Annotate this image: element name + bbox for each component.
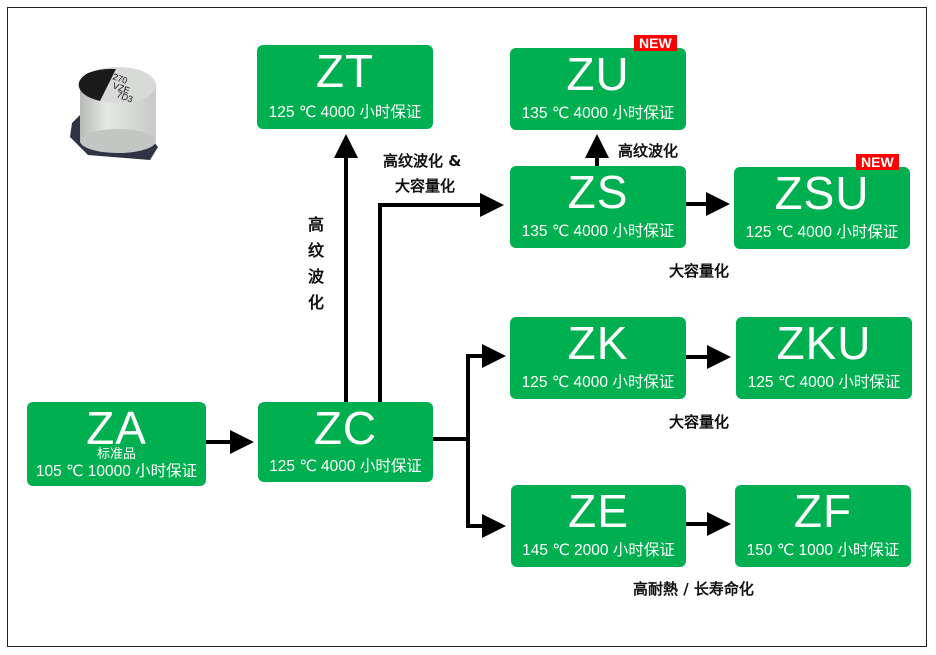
node-subtitle: 标准品: [96, 447, 136, 462]
node-code: ZT: [315, 45, 375, 97]
new-badge-zsu: NEW: [856, 154, 899, 170]
node-za[interactable]: ZA 标准品 105 ℃ 10000 小时保证: [27, 402, 206, 486]
node-spec: 125 ℃ 4000 小时保证: [269, 458, 422, 475]
diagram-frame: [7, 7, 927, 647]
node-spec: 125 ℃ 4000 小时保证: [521, 374, 675, 391]
node-spec: 135 ℃ 4000 小时保证: [521, 223, 675, 240]
capacitor-image: 270 VZE 7D3: [70, 67, 158, 160]
label-zt-edge: 高 纹 波 化: [306, 212, 326, 316]
node-code: ZE: [568, 485, 629, 537]
label-zu-edge: 高纹波化: [618, 142, 679, 160]
node-spec: 105 ℃ 10000 小时保证: [35, 463, 198, 480]
arrow-zc-zs: [378, 193, 504, 402]
label-char: 化: [307, 293, 324, 312]
node-spec: 125 ℃ 4000 小时保证: [745, 224, 899, 241]
node-spec: 125 ℃ 4000 小时保证: [268, 104, 422, 121]
node-code: ZU: [566, 48, 630, 100]
node-zf[interactable]: ZF 150 ℃ 1000 小时保证: [735, 485, 911, 567]
arrow-zc-zk: [466, 344, 506, 528]
label-char: 高: [307, 215, 324, 234]
node-zku[interactable]: ZKU 125 ℃ 4000 小时保证: [736, 317, 912, 399]
marking-1: 270: [111, 71, 129, 86]
node-ze[interactable]: ZE 145 ℃ 2000 小时保证: [511, 485, 686, 567]
label-zsu-edge: 大容量化: [669, 262, 730, 280]
new-badge-zu: NEW: [634, 35, 677, 51]
node-code: ZK: [567, 317, 629, 369]
node-code: ZF: [793, 485, 853, 537]
label-char: 纹: [307, 241, 324, 260]
node-zu[interactable]: ZU 135 ℃ 4000 小时保证: [510, 48, 686, 130]
arrow-zc-ze: [466, 439, 506, 538]
node-code: ZKU: [776, 317, 872, 369]
node-zsu[interactable]: ZSU 125 ℃ 4000 小时保证: [734, 167, 910, 249]
node-spec: 135 ℃ 4000 小时保证: [521, 105, 675, 122]
label-zs-edge-line2: 大容量化: [395, 177, 456, 195]
node-spec: 145 ℃ 2000 小时保证: [522, 542, 675, 559]
node-zs[interactable]: ZS 135 ℃ 4000 小时保证: [510, 166, 686, 248]
node-code: ZSU: [774, 167, 870, 219]
node-zc[interactable]: ZC 125 ℃ 4000 小时保证: [258, 402, 433, 482]
label-zf-edge: 高耐熱 / 长寿命化: [633, 580, 754, 598]
node-code: ZA: [86, 402, 147, 454]
node-spec: 150 ℃ 1000 小时保证: [746, 542, 900, 559]
label-char: 波: [307, 267, 324, 286]
label-zku-edge: 大容量化: [669, 413, 730, 431]
node-spec: 125 ℃ 4000 小时保证: [747, 374, 901, 391]
node-code: ZC: [313, 402, 378, 454]
label-zs-edge-line1: 高纹波化 &: [383, 152, 462, 170]
node-zt[interactable]: ZT 125 ℃ 4000 小时保证: [257, 45, 433, 129]
node-zk[interactable]: ZK 125 ℃ 4000 小时保证: [510, 317, 686, 399]
node-code: ZS: [567, 166, 629, 218]
polarity-mark: [78, 68, 116, 101]
